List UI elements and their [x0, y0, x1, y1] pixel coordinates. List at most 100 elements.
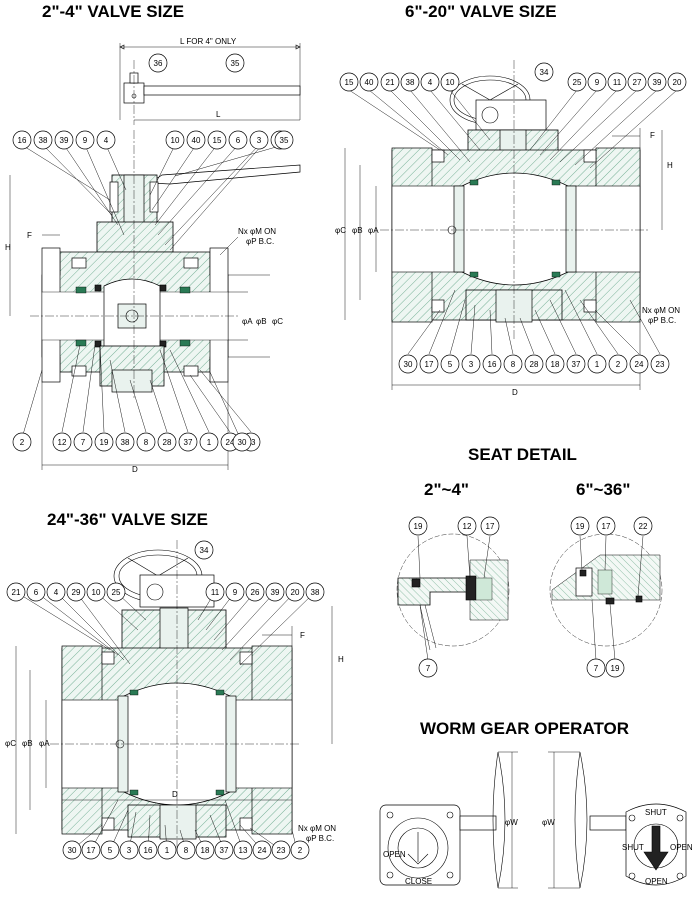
callout-number: 39 [271, 588, 280, 597]
callout-number: 24 [226, 438, 235, 447]
callout-number: 8 [511, 360, 516, 369]
title-seat-small: 2"~4" [424, 480, 469, 499]
dim-f-small: F [27, 231, 32, 240]
callout-bubble: 2 [608, 354, 628, 374]
callout-number: 6 [34, 588, 39, 597]
callout-bubble: 12 [457, 516, 477, 536]
callout-bubble: 37 [214, 840, 234, 860]
callout-bubble: 1 [199, 432, 219, 452]
callout-bubble: 40 [186, 130, 206, 150]
callout-number: 10 [171, 136, 180, 145]
small-valve-callouts: 3635163839941040156353512719388283712423… [12, 53, 294, 452]
callout-number: 9 [595, 78, 600, 87]
callout-bubble: 7 [418, 658, 438, 678]
callout-number: 2 [616, 360, 621, 369]
callout-number: 20 [291, 588, 300, 597]
callout-number: 40 [365, 78, 374, 87]
callout-number: 39 [60, 136, 69, 145]
callout-bubble: 24 [629, 354, 649, 374]
callout-number: 39 [653, 78, 662, 87]
callout-bubble: 27 [627, 72, 647, 92]
dim-phiw-right: φW [542, 818, 555, 827]
callout-bubble: 13 [233, 840, 253, 860]
callout-bubble: 4 [46, 582, 66, 602]
callout-number: 8 [144, 438, 149, 447]
callout-bubble: 17 [480, 516, 500, 536]
callout-bubble: 6 [26, 582, 46, 602]
seat-detail-small [396, 533, 510, 661]
callout-bubble: 9 [75, 130, 95, 150]
dim-phic-large: φC [5, 739, 16, 748]
callout-number: 34 [200, 546, 209, 555]
callout-bubble: 35 [274, 130, 294, 150]
callout-bubble: 11 [205, 582, 225, 602]
callout-bubble: 36 [148, 53, 168, 73]
callout-bubble: 7 [586, 658, 606, 678]
callout-bubble: 15 [339, 72, 359, 92]
callout-number: 22 [639, 522, 648, 531]
callout-number: 4 [54, 588, 59, 597]
callout-number: 1 [207, 438, 212, 447]
callout-number: 38 [311, 588, 320, 597]
callout-bubble: 39 [54, 130, 74, 150]
callout-bubble: 9 [225, 582, 245, 602]
callout-number: 16 [488, 360, 497, 369]
callout-number: 1 [595, 360, 600, 369]
callout-bubble: 23 [271, 840, 291, 860]
callout-number: 13 [239, 846, 248, 855]
dim-phib-small: φB [256, 317, 267, 326]
gear-label-open-right: OPEN [670, 843, 693, 852]
callout-bubble: 6 [228, 130, 248, 150]
callout-bubble: 38 [400, 72, 420, 92]
callout-bubble: 2 [12, 432, 32, 452]
callout-number: 30 [68, 846, 77, 855]
title-seat-large: 6"~36" [576, 480, 630, 499]
callout-bubble: 22 [633, 516, 653, 536]
callout-bubble: 30 [232, 432, 252, 452]
callout-number: 25 [573, 78, 582, 87]
callout-bubble: 5 [440, 354, 460, 374]
callout-bubble: 28 [524, 354, 544, 374]
gear-label-shut-top: SHUT [645, 808, 667, 817]
dim-phic-medium: φC [335, 226, 346, 235]
dim-h-large: H [338, 655, 344, 664]
callout-bubble: 20 [285, 582, 305, 602]
callout-bubble: 37 [566, 354, 586, 374]
callout-bubble: 11 [607, 72, 627, 92]
title-worm-gear: WORM GEAR OPERATOR [420, 719, 629, 738]
callout-bubble: 16 [482, 354, 502, 374]
callout-number: 1 [165, 846, 170, 855]
callout-number: 23 [656, 360, 665, 369]
callout-bubble: 18 [195, 840, 215, 860]
callout-number: 3 [127, 846, 132, 855]
dim-phib-large: φB [22, 739, 33, 748]
callout-bubble: 37 [178, 432, 198, 452]
callout-number: 19 [100, 438, 109, 447]
callout-number: 40 [192, 136, 201, 145]
callout-number: 27 [633, 78, 642, 87]
callout-number: 35 [231, 59, 240, 68]
callout-bubble: 1 [157, 840, 177, 860]
callout-number: 21 [386, 78, 395, 87]
callout-bubble: 35 [225, 53, 245, 73]
title-large-valve: 24"-36" VALVE SIZE [47, 510, 208, 529]
callout-bubble: 19 [570, 516, 590, 536]
callout-bubble: 10 [165, 130, 185, 150]
callout-bubble: 18 [545, 354, 565, 374]
callout-number: 3 [257, 136, 262, 145]
dim-nx-medium-2: φP B.C. [648, 316, 676, 325]
callout-number: 37 [184, 438, 193, 447]
callout-number: 17 [87, 846, 96, 855]
dim-nx-small-1: Nx φM ON [238, 227, 276, 236]
callout-bubble: 17 [81, 840, 101, 860]
large-valve-view: H F φC φB φA D Nx φM ON φP B.C. [5, 540, 344, 851]
callout-bubble: 30 [398, 354, 418, 374]
callout-bubble: 8 [176, 840, 196, 860]
callout-bubble: 39 [265, 582, 285, 602]
callout-number: 12 [58, 438, 67, 447]
callout-bubble: 34 [534, 62, 554, 82]
dim-h-small: H [5, 243, 11, 252]
callout-bubble: 34 [194, 540, 214, 560]
callout-number: 7 [81, 438, 86, 447]
